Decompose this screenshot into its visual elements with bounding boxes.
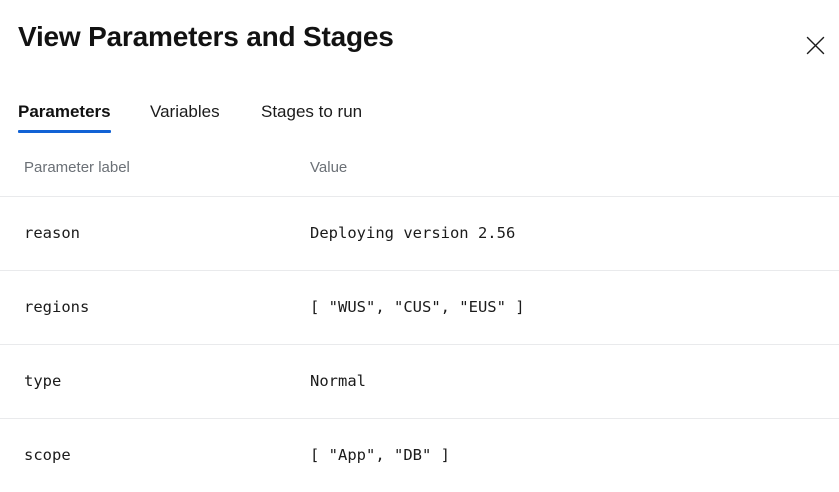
column-header-value: Value [310, 159, 348, 176]
table-row: regions [ "WUS", "CUS", "EUS" ] [0, 271, 839, 344]
close-icon [806, 36, 825, 55]
table-row: reason Deploying version 2.56 [0, 197, 839, 270]
row-parameter-label: type [24, 372, 62, 390]
close-button[interactable] [798, 28, 832, 62]
page-title: View Parameters and Stages [18, 21, 394, 52]
table-divider [0, 418, 839, 419]
table-divider [0, 270, 839, 271]
tab-parameters[interactable]: Parameters [18, 100, 111, 133]
tab-bar: Parameters Variables Stages to run [0, 100, 839, 134]
row-parameter-value: [ "WUS", "CUS", "EUS" ] [310, 298, 525, 316]
table-divider [0, 196, 839, 197]
row-parameter-label: reason [24, 224, 80, 242]
row-parameter-label: scope [24, 446, 71, 464]
table-row: scope [ "App", "DB" ] [0, 419, 839, 492]
tab-variables[interactable]: Variables [150, 102, 220, 121]
row-parameter-value: Deploying version 2.56 [310, 224, 516, 242]
tab-stages-to-run[interactable]: Stages to run [261, 102, 363, 121]
table-header-row: Parameter label Value [0, 144, 839, 196]
row-parameter-value: [ "App", "DB" ] [310, 446, 450, 464]
row-parameter-value: Normal [310, 372, 366, 390]
column-header-parameter-label: Parameter label [24, 159, 130, 176]
parameters-table: Parameter label Value reason Deploying v… [0, 144, 839, 492]
table-row: type Normal [0, 345, 839, 418]
dialog-header: View Parameters and Stages [0, 0, 839, 88]
row-parameter-label: regions [24, 298, 90, 316]
table-divider [0, 344, 839, 345]
